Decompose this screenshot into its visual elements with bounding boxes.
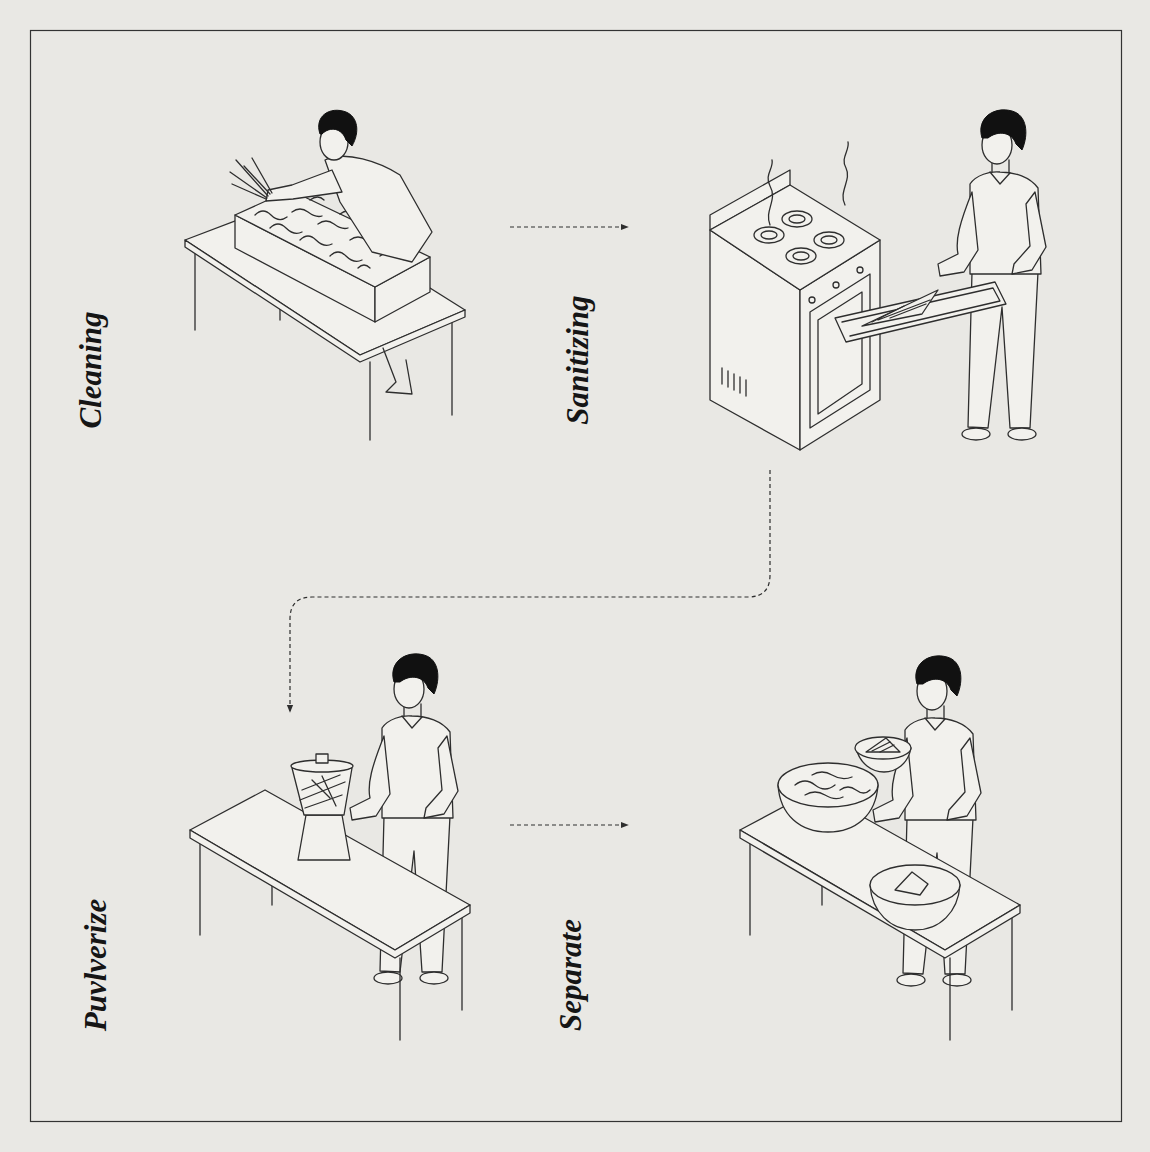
process-step: Puvlverize [60, 712, 510, 1047]
dashed-arrow [510, 226, 628, 227]
step-label: Separate [555, 919, 586, 1031]
dashed-arrow [510, 824, 628, 825]
step-label: Cleaning [75, 311, 106, 428]
dashed-arrow [290, 470, 770, 712]
process-step: Sanitizing [628, 115, 1068, 470]
process-step: Cleaning [60, 115, 510, 455]
step-label: Sanitizing [562, 295, 593, 424]
process-step: Separate [628, 650, 1058, 1045]
step-label: Puvlverize [80, 899, 111, 1032]
